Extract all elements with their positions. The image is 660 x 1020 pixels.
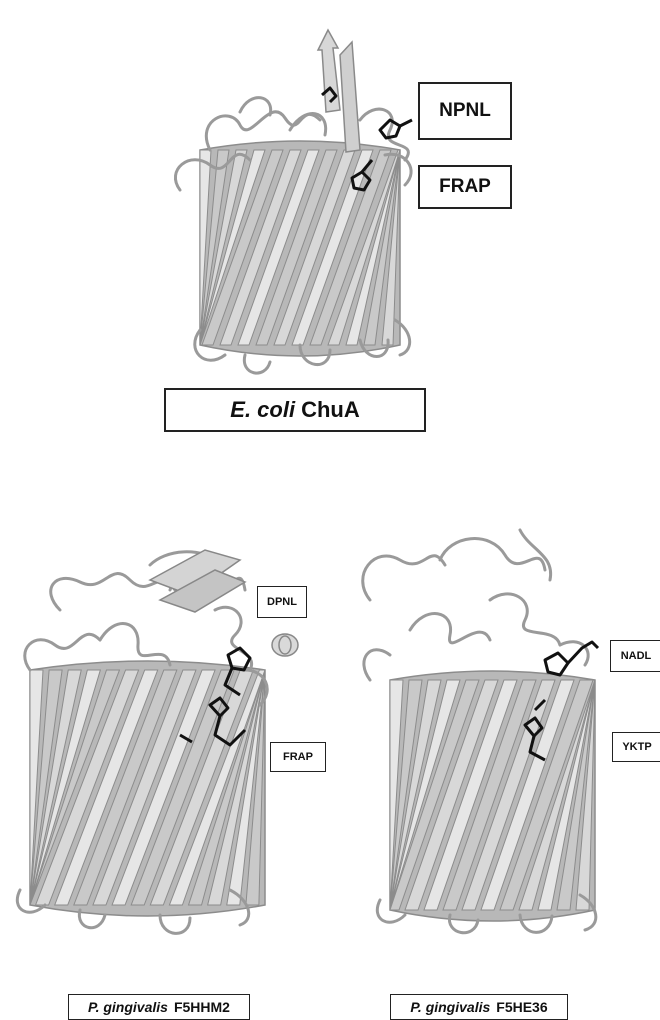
ecoli-label-frap: FRAP xyxy=(418,165,512,209)
f5hhm2-caption: P. gingivalis F5HHM2 xyxy=(68,994,250,1020)
f5hhm2-barrel xyxy=(30,661,265,916)
f5hhm2-panel: DPNL FRAP P. gingivalis F5HHM2 xyxy=(0,520,330,1017)
f5hhm2-label-frap: FRAP xyxy=(270,742,326,772)
ecoli-caption-protein: ChuA xyxy=(301,397,360,423)
ecoli-chua-panel: NPNL FRAP E. coli ChuA xyxy=(0,0,660,440)
ecoli-label-npnl: NPNL xyxy=(418,82,512,140)
ecoli-top-arrow xyxy=(318,30,340,112)
ecoli-chua-caption: E. coli ChuA xyxy=(164,388,426,432)
f5he36-label-yktp: YKTP xyxy=(612,732,660,762)
f5hhm2-caption-species: P. gingivalis xyxy=(88,999,168,1015)
f5hhm2-label-dpnl: DPNL xyxy=(257,586,307,618)
f5he36-barrel xyxy=(390,671,595,921)
f5he36-caption: P. gingivalis F5HE36 xyxy=(390,994,568,1020)
f5hhm2-caption-protein: F5HHM2 xyxy=(174,999,230,1015)
f5he36-caption-species: P. gingivalis xyxy=(410,999,490,1015)
f5he36-panel: NADL YKTP P. gingivalis F5HE36 xyxy=(330,520,660,1017)
ecoli-chua-structure xyxy=(0,0,660,440)
f5he36-caption-protein: F5HE36 xyxy=(496,999,547,1015)
ecoli-barrel xyxy=(200,141,400,356)
ecoli-caption-species: E. coli xyxy=(230,397,295,423)
f5he36-label-nadl: NADL xyxy=(610,640,660,672)
f5he36-structure xyxy=(330,520,660,1017)
